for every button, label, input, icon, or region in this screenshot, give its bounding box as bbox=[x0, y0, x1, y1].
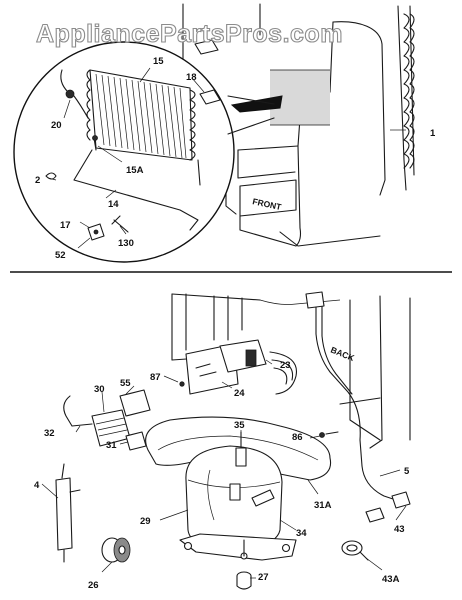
compressor-29 bbox=[179, 445, 297, 561]
callout-2: 2 bbox=[35, 175, 40, 186]
callout-29: 29 bbox=[140, 516, 151, 527]
relay-23 bbox=[219, 339, 267, 373]
callout-17: 17 bbox=[60, 220, 71, 231]
filter-drier-4 bbox=[55, 477, 73, 551]
grommet-35 bbox=[235, 447, 247, 467]
callout-34: 34 bbox=[296, 528, 307, 539]
plug-43 bbox=[391, 491, 411, 509]
callout-30: 30 bbox=[94, 384, 105, 395]
watermark: AppliancePartsPros.com bbox=[36, 20, 343, 48]
callout-18: 18 bbox=[186, 72, 197, 83]
top-cabinet-view bbox=[182, 3, 415, 247]
evaporator-15 bbox=[86, 69, 196, 161]
magnifier-circle bbox=[13, 41, 406, 263]
part-26 bbox=[101, 537, 131, 563]
callout-24: 24 bbox=[234, 388, 245, 399]
clamp-43A bbox=[341, 540, 369, 561]
connector-top bbox=[305, 291, 325, 309]
callout-87: 87 bbox=[150, 372, 161, 383]
callout-15A: 15A bbox=[126, 165, 144, 176]
pad-18 bbox=[199, 89, 221, 105]
cover-31 bbox=[125, 431, 147, 451]
callout-15: 15 bbox=[153, 56, 164, 67]
callout-27: 27 bbox=[258, 572, 269, 583]
callout-52: 52 bbox=[55, 250, 66, 261]
pad-top bbox=[194, 39, 219, 55]
callout-1: 1 bbox=[430, 128, 436, 139]
screw-86 bbox=[325, 431, 339, 435]
screw-87-icon bbox=[179, 381, 185, 387]
callout-23: 23 bbox=[280, 360, 291, 371]
callout-31: 31 bbox=[106, 440, 117, 451]
callout-31A: 31A bbox=[314, 500, 332, 511]
bottom-machine-view bbox=[41, 291, 411, 590]
callout-14: 14 bbox=[108, 199, 119, 210]
callout-43: 43 bbox=[394, 524, 405, 535]
callout-26: 26 bbox=[88, 580, 99, 591]
callout-43A: 43A bbox=[382, 574, 400, 585]
callout-55: 55 bbox=[120, 378, 131, 389]
part-27 bbox=[236, 571, 252, 590]
back-tag: BACK bbox=[329, 345, 356, 364]
callout-35: 35 bbox=[234, 420, 245, 431]
callout-5: 5 bbox=[404, 466, 410, 477]
sensor-20-icon bbox=[65, 89, 75, 99]
callout-4: 4 bbox=[34, 480, 40, 491]
callout-130: 130 bbox=[118, 238, 134, 249]
screw-130 bbox=[111, 215, 129, 233]
callout-32: 32 bbox=[44, 428, 55, 439]
relay-55 bbox=[119, 389, 151, 417]
callout-86: 86 bbox=[292, 432, 303, 443]
condenser-coil-1 bbox=[397, 5, 415, 191]
front-tag: FRONT bbox=[252, 196, 284, 212]
callout-20: 20 bbox=[51, 120, 62, 131]
